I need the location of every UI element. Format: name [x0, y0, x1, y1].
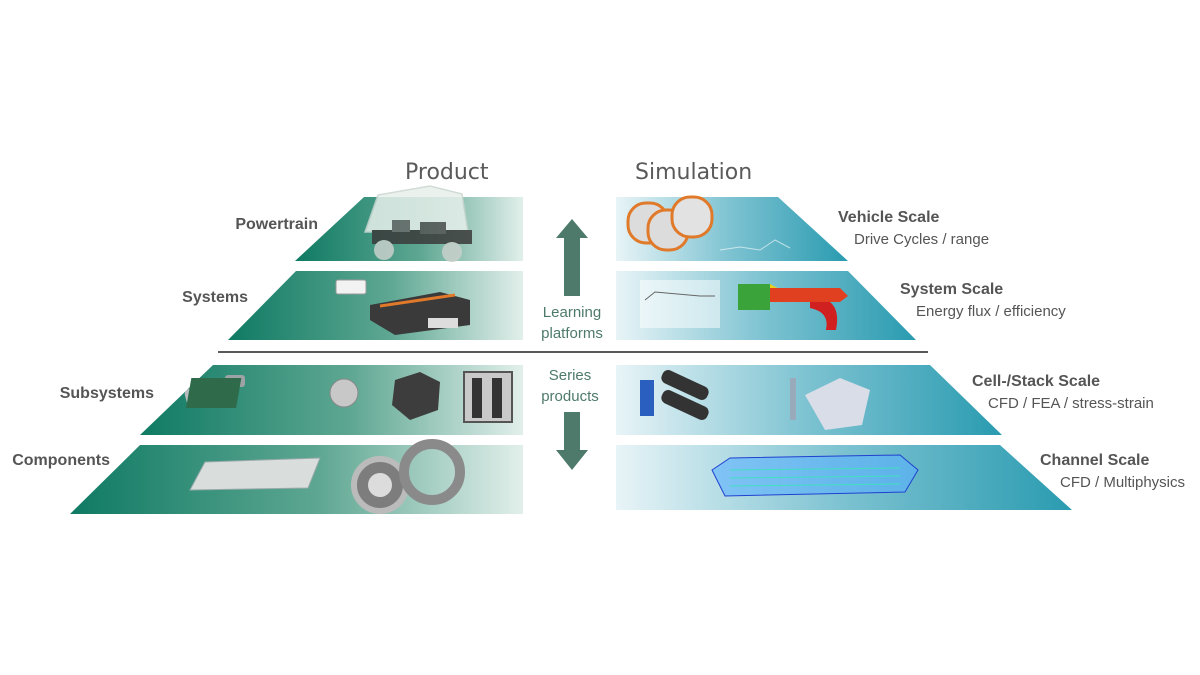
channel-mesh-image: [711, 454, 919, 497]
learning-platforms-text: Learning platforms: [512, 302, 632, 344]
learning-line2: platforms: [541, 325, 603, 342]
label-powertrain: Powertrain: [235, 216, 318, 233]
series-line1: Series: [548, 367, 592, 384]
cell-stack-scale-title: Cell-/Stack Scale: [972, 373, 1101, 390]
label-subsystems: Subsystems: [59, 385, 154, 402]
series-products-text: Series products: [510, 365, 630, 407]
learning-line1: Learning: [542, 304, 602, 321]
label-cell-stack-scale: Cell-/Stack Scale CFD / FEA / stress-str…: [972, 371, 1154, 415]
label-vehicle-scale: Vehicle Scale Drive Cycles / range: [838, 207, 989, 251]
label-system-scale: System Scale Energy flux / efficiency: [900, 279, 1066, 323]
cell-stack-scale-subtitle: CFD / FEA / stress-strain: [988, 395, 1154, 412]
channel-scale-title: Channel Scale: [1040, 452, 1150, 469]
battery-pack-image: [335, 279, 470, 335]
system-scale-images: [640, 280, 848, 330]
hydrogen-tanks-image: [626, 195, 791, 252]
series-line2: products: [541, 388, 599, 405]
arrow-up-icon: [556, 219, 588, 296]
product-header: Product: [405, 160, 489, 185]
simulation-header: Simulation: [635, 160, 753, 185]
label-components: Components: [12, 452, 110, 469]
components-images: [189, 439, 465, 514]
system-scale-subtitle: Energy flux / efficiency: [916, 303, 1066, 320]
vehicle-scale-title: Vehicle Scale: [838, 209, 940, 226]
channel-scale-subtitle: CFD / Multiphysics: [1060, 474, 1186, 491]
subsystems-images: [184, 371, 513, 423]
label-systems: Systems: [182, 289, 248, 306]
cell-stack-images: [640, 370, 870, 430]
vehicle-scale-subtitle: Drive Cycles / range: [854, 231, 990, 248]
arrow-down-icon: [556, 412, 588, 470]
label-channel-scale: Channel Scale CFD / Multiphysics: [1040, 450, 1185, 494]
van-image: [363, 185, 472, 262]
system-scale-title: System Scale: [900, 281, 1004, 298]
